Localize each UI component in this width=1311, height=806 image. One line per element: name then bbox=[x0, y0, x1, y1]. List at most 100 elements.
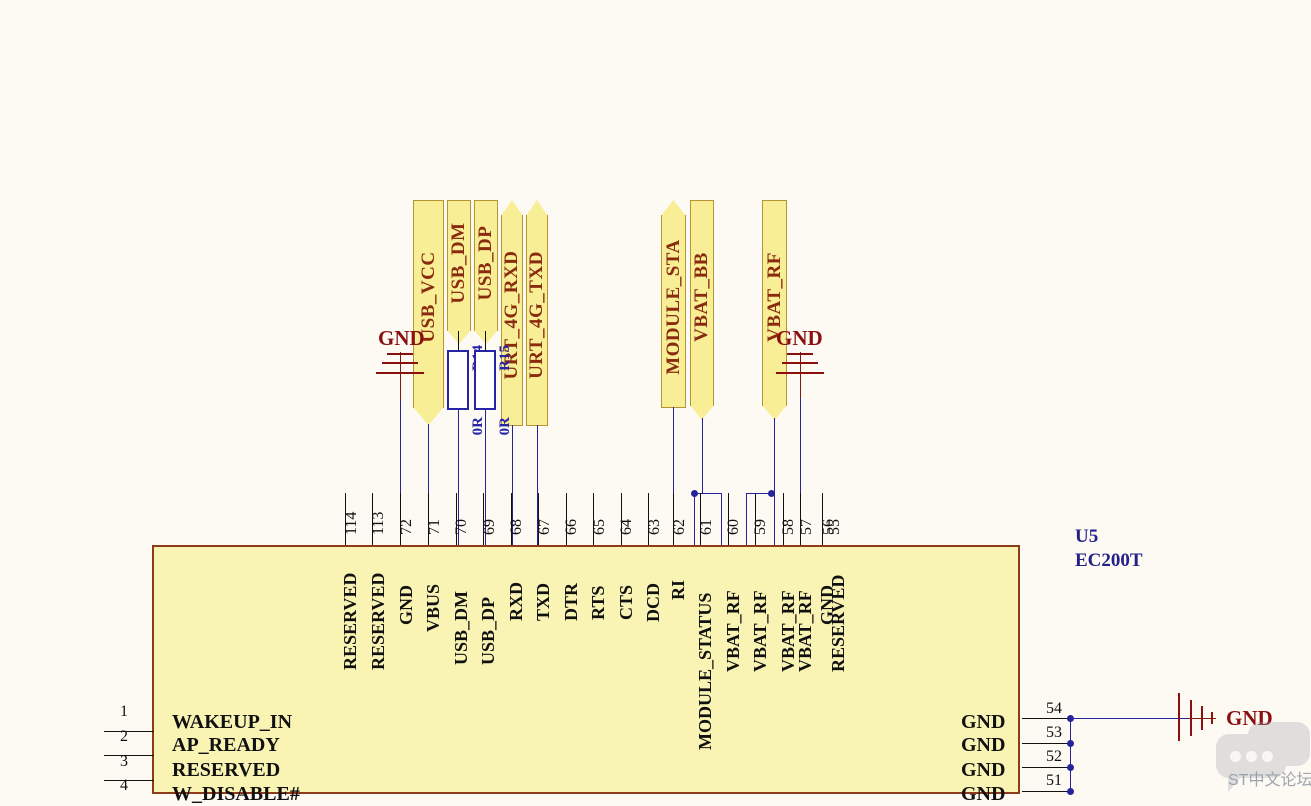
pin-lead-56 bbox=[822, 493, 823, 545]
pin-lead-57 bbox=[800, 493, 801, 545]
watermark-dot-2 bbox=[1246, 751, 1257, 762]
pin-number-65: 65 bbox=[591, 519, 608, 535]
port-urt-4g-txd[interactable]: URT_4G_TXD bbox=[526, 215, 548, 426]
pin-number-54: 54 bbox=[1046, 700, 1062, 717]
port-vbat-bb[interactable]: VBAT_BB bbox=[690, 200, 714, 406]
port-usb-dp[interactable]: USB_DP bbox=[474, 200, 498, 331]
wire-urt-4g-rxd bbox=[512, 425, 513, 545]
pin-number-1: 1 bbox=[120, 703, 128, 720]
pin-name-reserved-55: RESERVED bbox=[828, 574, 848, 672]
wire-gnd-bus-right bbox=[1070, 718, 1071, 794]
ic-body-ec200t[interactable] bbox=[152, 545, 1020, 794]
port-vbat-bb-label: VBAT_BB bbox=[691, 252, 712, 342]
port-urt-4g-txd-label: URT_4G_TXD bbox=[526, 251, 547, 379]
junction-gnd-51 bbox=[1067, 788, 1074, 795]
pin-name-vbat-rf-57: VBAT_RF bbox=[795, 590, 815, 672]
pin-name-cts-64: CTS bbox=[616, 584, 636, 620]
designator-block: U5 EC200T bbox=[1075, 525, 1143, 574]
pin-number-69: 69 bbox=[481, 519, 498, 535]
wire-module-sta bbox=[673, 407, 674, 545]
gnd-vbat-drop bbox=[800, 372, 801, 400]
pin-number-62: 62 bbox=[671, 519, 688, 535]
wire-gnd-vbat-to-pin56 bbox=[800, 398, 801, 546]
pin-number-72: 72 bbox=[398, 519, 415, 535]
pin-lead-69 bbox=[483, 493, 484, 545]
wire-gnd-usb-to-pin72 bbox=[400, 400, 401, 545]
pin-name-reserved-114: RESERVED bbox=[340, 572, 360, 670]
gnd-right-bar-1 bbox=[1178, 693, 1180, 741]
gnd-vbat-bar-2 bbox=[782, 362, 818, 364]
pin-number-60: 60 bbox=[725, 519, 742, 535]
wire-vbat-bb-bus bbox=[694, 493, 722, 494]
gnd-vbat-label: GND bbox=[776, 326, 823, 350]
pin-lead-51 bbox=[1022, 791, 1070, 792]
pin-lead-3 bbox=[104, 780, 154, 781]
pin-number-64: 64 bbox=[618, 519, 635, 535]
port-usb-dm-tip bbox=[447, 330, 471, 344]
port-usb-dp-tip bbox=[474, 330, 498, 344]
junction-vbat-rf bbox=[768, 490, 775, 497]
port-usb-vcc[interactable]: USB_VCC bbox=[413, 200, 444, 408]
pin-lead-71 bbox=[428, 493, 429, 545]
designator-ref: U5 bbox=[1075, 526, 1099, 547]
pin-name-gnd-52: GND bbox=[961, 759, 1006, 781]
pin-name-w-disable: W_DISABLE# bbox=[172, 783, 300, 805]
pin-name-ap-ready: AP_READY bbox=[172, 734, 280, 756]
pin-lead-59 bbox=[755, 493, 756, 545]
wire-vbat-rf-bus bbox=[746, 493, 775, 494]
resistor-r14-body[interactable] bbox=[447, 350, 469, 410]
pin-lead-60 bbox=[728, 493, 729, 545]
pin-number-67: 67 bbox=[536, 519, 553, 535]
pin-name-gnd-54: GND bbox=[961, 711, 1006, 733]
port-urt-4g-rxd[interactable]: URT_4G_RXD bbox=[501, 215, 523, 426]
junction-gnd-53 bbox=[1067, 740, 1074, 747]
wire-vbat-bb-pin59 bbox=[721, 493, 722, 545]
port-usb-dm-label: USB_DM bbox=[448, 222, 469, 304]
pin-name-reserved-113: RESERVED bbox=[368, 572, 388, 670]
pin-number-3: 3 bbox=[120, 753, 128, 770]
pin-name-reserved-3: RESERVED bbox=[172, 759, 281, 781]
pin-number-58: 58 bbox=[780, 519, 797, 535]
port-usb-dm[interactable]: USB_DM bbox=[447, 200, 471, 331]
pin-number-70: 70 bbox=[453, 519, 470, 535]
pin-lead-1 bbox=[104, 731, 154, 732]
pin-lead-2 bbox=[104, 755, 154, 756]
wire-usb-vcc bbox=[428, 424, 429, 545]
pin-lead-63 bbox=[648, 493, 649, 545]
designator-part: EC200T bbox=[1075, 550, 1143, 572]
pin-name-rxd-68: RXD bbox=[506, 582, 526, 621]
pin-lead-65 bbox=[593, 493, 594, 545]
port-urt-4g-rxd-tip bbox=[501, 200, 523, 216]
junction-gnd-52 bbox=[1067, 764, 1074, 771]
gnd-right-label: GND bbox=[1226, 706, 1273, 730]
wire-vbat-bb-stem bbox=[702, 418, 703, 494]
wire-vbat-rf-pin57 bbox=[774, 493, 775, 545]
pin-number-68: 68 bbox=[508, 519, 525, 535]
pin-lead-66 bbox=[566, 493, 567, 545]
gnd-right-bar-2 bbox=[1190, 700, 1192, 736]
pin-number-114: 114 bbox=[343, 511, 360, 535]
port-vbat-rf[interactable]: VBAT_RF bbox=[762, 200, 787, 406]
pin-name-gnd-53: GND bbox=[961, 734, 1006, 756]
pin-number-66: 66 bbox=[563, 519, 580, 535]
pin-number-2: 2 bbox=[120, 728, 128, 745]
port-module-sta-label: MODULE_STA bbox=[662, 239, 684, 375]
gnd-vbat-bar-1 bbox=[787, 353, 813, 355]
wire-r15-top bbox=[485, 331, 486, 351]
port-urt-4g-txd-tip bbox=[526, 200, 548, 216]
wire-r14-top bbox=[458, 331, 459, 351]
gnd-usb-label: GND bbox=[378, 326, 425, 350]
pin-name-wakeup-in: WAKEUP_IN bbox=[172, 711, 293, 733]
resistor-r15-body[interactable] bbox=[474, 350, 496, 410]
pin-name-vbus-71: VBUS bbox=[423, 583, 443, 632]
port-module-sta[interactable]: MODULE_STA bbox=[661, 215, 686, 408]
gnd-right-bar-4 bbox=[1211, 712, 1213, 724]
pin-number-4: 4 bbox=[120, 777, 128, 794]
pin-name-txd-67: TXD bbox=[533, 582, 553, 621]
pin-name-gnd-51: GND bbox=[961, 783, 1006, 805]
pin-number-52: 52 bbox=[1046, 748, 1062, 765]
pin-lead-52 bbox=[1022, 767, 1070, 768]
pin-number-71: 71 bbox=[426, 519, 443, 535]
pin-name-rts-65: RTS bbox=[588, 585, 608, 620]
